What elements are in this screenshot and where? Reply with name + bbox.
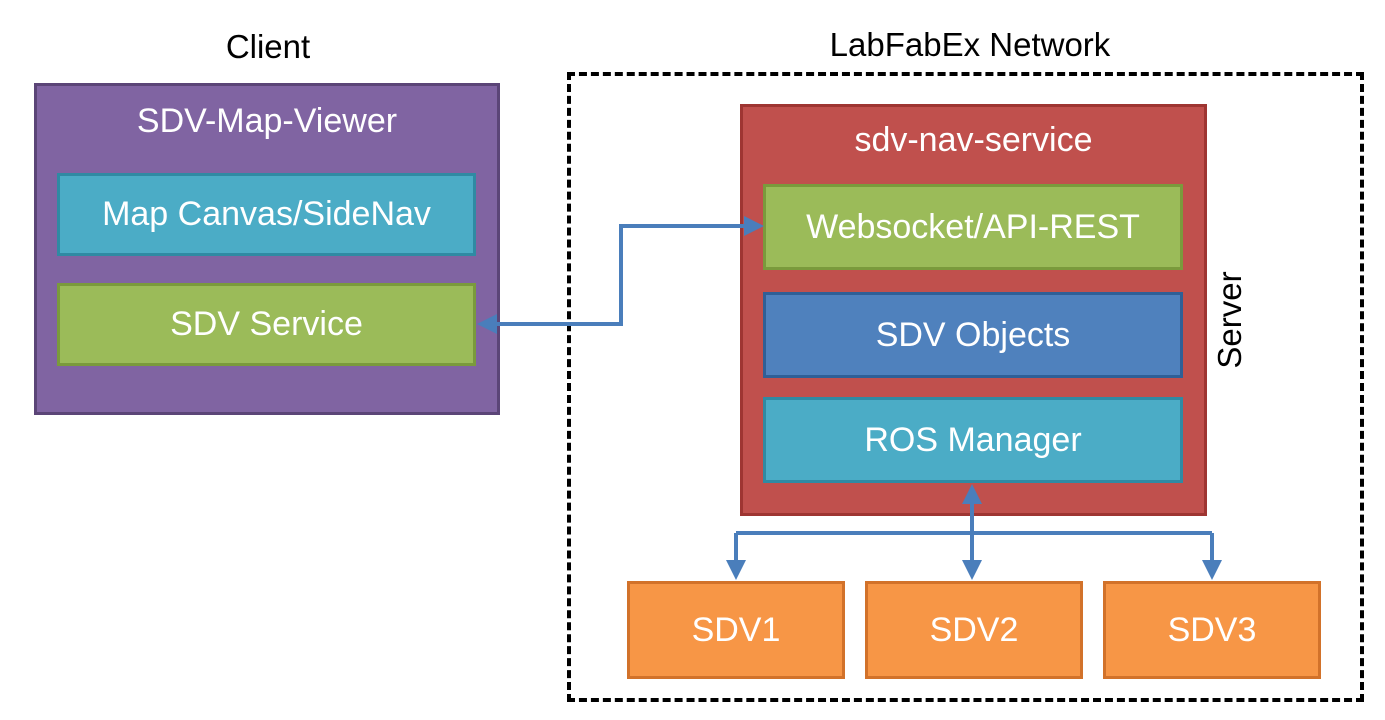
client-title: Client xyxy=(225,28,311,65)
server-service-title: sdv-nav-service xyxy=(854,121,1093,159)
map-canvas-sidenav-box: Map Canvas/SideNav xyxy=(57,173,476,256)
client-server-connector xyxy=(477,216,764,334)
network-boundary xyxy=(567,72,1364,702)
sdv2-box: SDV2 xyxy=(865,581,1083,679)
websocket-api-box: Websocket/API-REST xyxy=(763,184,1183,270)
sdv-service-box: SDV Service xyxy=(57,283,476,366)
sdv3-box: SDV3 xyxy=(1103,581,1321,679)
client-app-title: SDV-Map-Viewer xyxy=(136,102,398,140)
network-title: LabFabEx Network xyxy=(829,26,1111,63)
ros-manager-box: ROS Manager xyxy=(763,397,1183,483)
sdv1-box: SDV1 xyxy=(627,581,845,679)
sdv-objects-box: SDV Objects xyxy=(763,292,1183,378)
